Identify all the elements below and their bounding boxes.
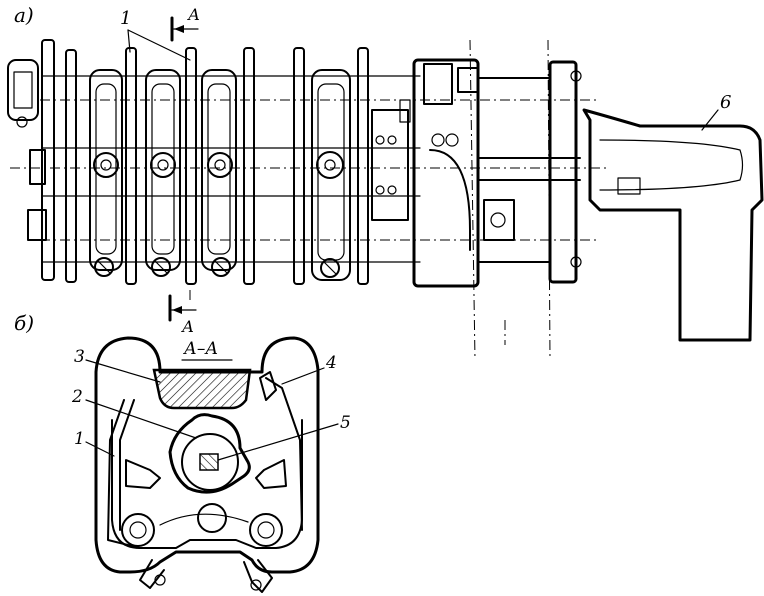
view-a-label: а) [14,3,34,27]
callout-1-top: 1 [120,8,131,29]
contact-element-3 [201,69,237,277]
callout-3: 3 [74,347,85,367]
insulating-plates [41,39,369,285]
labels: а) б) А А 1 6 А–А 3 2 1 4 [14,3,731,461]
side-view [7,39,764,361]
drive-housing [412,58,581,288]
section-mark-bottom: А [181,317,194,336]
detent-spring-assembly [371,99,411,221]
right-contact-lever [243,371,303,593]
outer-housing [94,336,320,574]
mounting-flange [548,60,582,284]
roller [197,503,227,533]
view-b-label: б) [14,311,34,335]
cam [168,413,251,494]
left-contact-lever [107,399,166,589]
insulating-bar [152,368,252,410]
section-title: А–А [183,339,218,359]
callout-4: 4 [325,353,337,373]
callout-5: 5 [340,413,351,433]
callout-6: 6 [720,92,731,113]
section-mark-top: А [187,5,200,24]
handle [582,108,764,342]
section-view-a-a [94,336,320,593]
callout-1-section: 1 [74,429,85,449]
left-end-bracket [7,59,47,241]
contact-element-1 [89,69,123,277]
callout-2: 2 [71,387,83,407]
contact-element-2 [145,69,181,277]
contact-element-4 [311,69,351,281]
shaft [199,453,219,471]
